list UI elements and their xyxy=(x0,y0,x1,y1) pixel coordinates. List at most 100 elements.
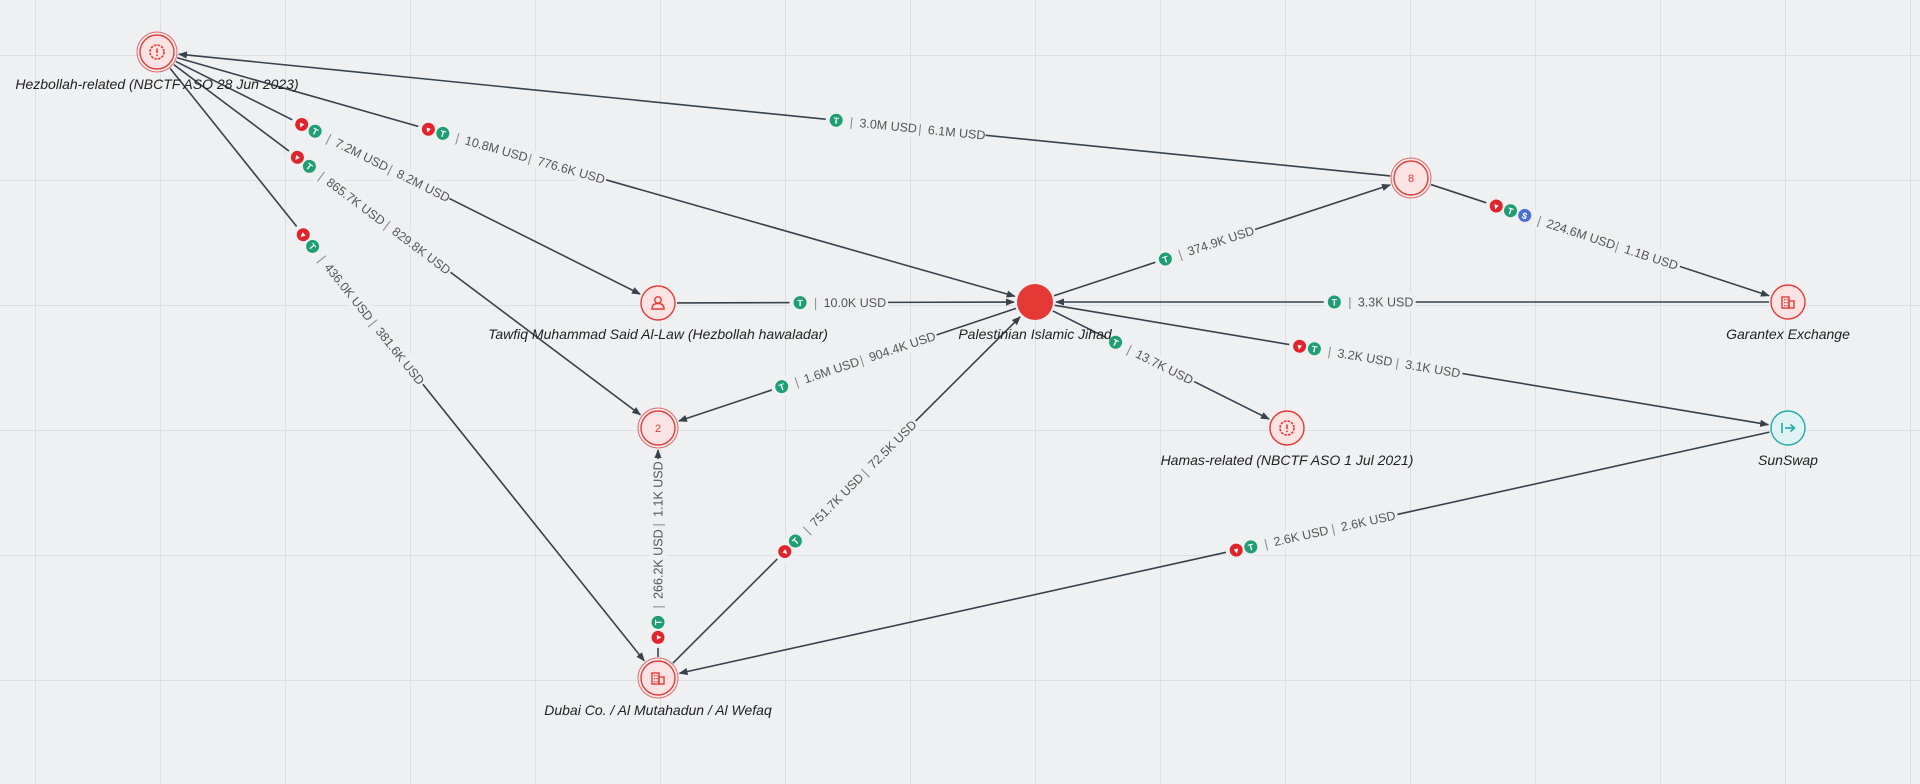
edge-label[interactable]: T|374.9K USD xyxy=(1153,221,1258,271)
node-ring[interactable] xyxy=(1393,160,1429,196)
tether-token-icon xyxy=(1503,204,1517,218)
edge-dubai-to-cluster2[interactable]: ▾T|266.2K USD|1.1K USD xyxy=(649,449,667,657)
tether-token-glyph: T xyxy=(790,536,801,547)
edge-value: 381.6K USD xyxy=(373,325,427,388)
tether-token-icon xyxy=(1158,252,1172,266)
person-icon xyxy=(651,296,665,310)
tron-token-icon xyxy=(1293,339,1307,353)
tether-token-glyph: T xyxy=(310,126,320,138)
node-core[interactable] xyxy=(1017,284,1053,320)
value-separator: | xyxy=(1176,247,1183,261)
edge-label-bg xyxy=(1288,336,1464,382)
edge-value: 1.6M USD xyxy=(802,355,861,387)
alert-icon xyxy=(149,44,165,60)
edge-pij-to-cluster8[interactable]: T|374.9K USD xyxy=(1053,184,1391,297)
value-separator: | xyxy=(1330,522,1336,536)
edge-label-bg xyxy=(289,112,453,206)
edge-sunswap-to-dubai[interactable]: ▾T|2.6K USD|2.6K USD xyxy=(678,431,1770,676)
tether-token-glyph: T xyxy=(654,619,664,625)
edge-label-bg xyxy=(1224,506,1399,561)
node-dubai[interactable] xyxy=(637,657,679,699)
edge-label[interactable]: T|13.7K USD xyxy=(1102,330,1198,390)
node-ring[interactable] xyxy=(1770,284,1806,320)
edge-label-bg xyxy=(416,118,608,188)
node-outer-ring xyxy=(136,31,178,73)
tether-token-icon xyxy=(793,296,807,310)
node-ring[interactable] xyxy=(640,410,676,446)
edge-pij-to-sunswap[interactable]: ▾T|3.2K USD|3.1K USD xyxy=(1054,304,1770,427)
edge-value: 776.6K USD xyxy=(536,154,607,186)
edge-label-bg xyxy=(649,459,667,648)
node-cluster2[interactable]: 2 xyxy=(637,407,679,449)
tether-token-icon xyxy=(306,239,320,253)
tether-token-glyph: T xyxy=(1311,344,1319,355)
value-separator: | xyxy=(454,131,461,145)
node-garantex[interactable] xyxy=(1770,284,1806,320)
edge-value: 751.7K USD xyxy=(807,471,866,530)
tether-token-icon xyxy=(1307,342,1321,356)
edge-line[interactable] xyxy=(678,431,1770,676)
edge-label[interactable]: ▾T|751.7K USD|72.5K USD xyxy=(771,415,922,566)
edge-label[interactable]: ▾T|266.2K USD|1.1K USD xyxy=(649,459,667,648)
edge-label[interactable]: ▾T|3.2K USD|3.1K USD xyxy=(1288,336,1464,383)
node-label-sunswap: SunSwap xyxy=(1758,452,1818,468)
swap-icon xyxy=(1781,423,1796,433)
edge-garantex-to-pij[interactable]: T|3.3K USD xyxy=(1055,293,1769,311)
tether-token-icon xyxy=(788,534,802,548)
value-separator: | xyxy=(1536,214,1543,228)
node-hamas[interactable] xyxy=(1269,410,1305,446)
value-separator: | xyxy=(1395,356,1401,370)
tron-token-glyph: ▾ xyxy=(1296,341,1303,352)
tron-token-icon xyxy=(1489,199,1503,213)
value-separator: | xyxy=(1263,537,1269,551)
edge-label[interactable]: T|3.3K USD xyxy=(1323,293,1416,311)
edge-cluster8-to-hezbollah[interactable]: T|3.0M USD|6.1M USD xyxy=(177,51,1391,177)
edge-label-bg xyxy=(789,293,888,312)
node-sunswap[interactable] xyxy=(1770,410,1806,446)
edge-label[interactable]: ▾T|10.8M USD|776.6K USD xyxy=(416,118,609,189)
edge-label-bg xyxy=(1153,221,1258,271)
node-pij[interactable] xyxy=(1017,284,1053,320)
edge-label[interactable]: ▾T$|224.6M USD|1.1B USD xyxy=(1483,194,1682,275)
tether-token-glyph: T xyxy=(797,298,803,308)
node-outer-ring xyxy=(1390,157,1432,199)
node-outer-ring xyxy=(637,657,679,699)
tether-token-icon xyxy=(302,159,316,173)
edge-label[interactable]: T|3.0M USD|6.1M USD xyxy=(825,110,987,144)
tron-token-icon xyxy=(295,117,309,131)
edge-hezbollah-to-pij[interactable]: ▾T|10.8M USD|776.6K USD xyxy=(176,56,1016,298)
nodes-layer: Hezbollah-related (NBCTF ASO 28 Jun 2023… xyxy=(15,31,1850,718)
value-separator: | xyxy=(324,132,333,146)
edge-line[interactable] xyxy=(177,51,1391,177)
edge-value: 865.7K USD xyxy=(324,175,388,228)
node-outer-ring xyxy=(637,407,679,449)
value-separator: | xyxy=(849,115,854,129)
edge-label-bg xyxy=(1103,330,1198,389)
tether-token-icon xyxy=(829,113,843,127)
node-cluster8[interactable]: 8 xyxy=(1390,157,1432,199)
edge-label[interactable]: T|10.0K USD xyxy=(789,293,888,312)
building-annex xyxy=(1788,300,1795,309)
node-tawfiq[interactable] xyxy=(640,285,676,321)
building-icon xyxy=(651,672,665,685)
cluster-count: 8 xyxy=(1408,173,1414,185)
node-ring[interactable] xyxy=(640,660,676,696)
value-separator: | xyxy=(918,122,923,136)
node-hezbollah[interactable] xyxy=(136,31,178,73)
value-separator: | xyxy=(316,169,327,182)
edge-value: 3.0M USD xyxy=(859,116,918,136)
value-separator: | xyxy=(1613,239,1620,253)
edge-value: 6.1M USD xyxy=(927,123,986,143)
edge-value: 1.1B USD xyxy=(1623,242,1680,273)
node-label-pij: Palestinian Islamic Jihad xyxy=(958,326,1113,342)
edge-cluster8-to-garantex[interactable]: ▾T$|224.6M USD|1.1B USD xyxy=(1430,183,1770,297)
building-window xyxy=(654,681,656,683)
edge-label[interactable]: ▾T|2.6K USD|2.6K USD xyxy=(1224,506,1399,562)
value-separator: | xyxy=(367,317,380,328)
building-window xyxy=(1786,302,1788,304)
edge-tawfiq-to-pij[interactable]: T|10.0K USD xyxy=(676,293,1015,312)
value-separator: | xyxy=(315,253,328,264)
tron-token-glyph: ▾ xyxy=(1492,201,1500,212)
